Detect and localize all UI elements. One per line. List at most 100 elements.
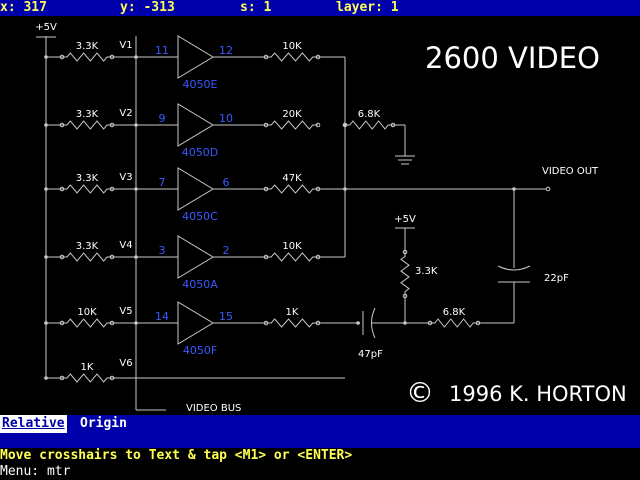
chip-label: 4050C <box>182 210 218 223</box>
buffer-gate-symbol <box>177 35 214 79</box>
v6-resistor <box>62 373 112 383</box>
resistor-value: 3.3K <box>76 109 99 120</box>
terminal-node <box>263 54 269 60</box>
video-out-label: VIDEO OUT <box>542 166 599 177</box>
resistor-zigzag <box>430 318 478 328</box>
junction-dot <box>356 321 360 325</box>
resistor-value: 1K <box>286 307 299 318</box>
menu-line: Menu: mtr <box>0 464 71 479</box>
chip-label: 4050E <box>183 78 218 91</box>
bus-signal-label: V5 <box>119 306 132 317</box>
cursor-y-readout: y: -313 <box>120 0 175 15</box>
output-resistor <box>266 252 318 262</box>
resistor-value: 6.8K <box>443 307 466 318</box>
output-resistor <box>266 318 318 328</box>
pin-out-label: 6 <box>223 176 230 189</box>
resistor-zigzag <box>400 252 410 296</box>
relative-mode-button[interactable]: Relative <box>0 415 67 433</box>
resistor-zigzag <box>62 252 112 262</box>
junction-dot <box>134 123 138 127</box>
junction-dot <box>134 321 138 325</box>
buffer-gate-symbol <box>177 301 214 345</box>
cap-22pf-label: 22pF <box>544 273 569 284</box>
origin-mode-button[interactable]: Origin <box>80 416 127 431</box>
output-resistor <box>266 52 318 62</box>
resistor-zigzag <box>266 120 318 130</box>
terminal-node <box>59 186 65 192</box>
cap-47pf-plate-curved <box>371 307 376 339</box>
terminal-node <box>263 122 269 128</box>
output-resistor <box>266 120 318 130</box>
pullup-resistor <box>400 252 410 296</box>
resistor-zigzag <box>62 184 112 194</box>
pin-in-label: 11 <box>155 44 169 57</box>
buffer-gate-symbol <box>177 235 214 279</box>
resistor-value: 10K <box>77 307 97 318</box>
pin-in-label: 14 <box>155 310 169 323</box>
resistor-zigzag <box>266 252 318 262</box>
chip-label: 4050F <box>183 344 217 357</box>
buffer-gate-symbol <box>177 167 214 211</box>
input-resistor <box>62 184 112 194</box>
resistor-zigzag <box>62 120 112 130</box>
junction-dot <box>134 187 138 191</box>
pin-out-label: 12 <box>219 44 233 57</box>
terminal-node <box>59 375 65 381</box>
bus-signal-label: V3 <box>119 172 132 183</box>
status-bar: x: 317 y: -313 s: 1 layer: 1 <box>0 0 640 16</box>
pin-out-label: 15 <box>219 310 233 323</box>
resistor-zigzag <box>266 52 318 62</box>
schematic-title: 2600 VIDEO <box>425 41 600 75</box>
chip-label: 4050D <box>182 146 218 159</box>
chip-label: 4050A <box>182 278 218 291</box>
resistor-value: 1K <box>81 362 94 373</box>
snap-readout: s: 1 <box>240 0 272 15</box>
terminal-node <box>263 254 269 260</box>
buffer-gate-symbol <box>177 103 214 147</box>
resistor-value: 10K <box>282 41 302 52</box>
video-bus-label: VIDEO BUS <box>186 403 241 414</box>
input-resistor <box>62 318 112 328</box>
mode-bar: Relative Origin <box>0 415 640 433</box>
pin-out-label: 2 <box>223 244 230 257</box>
copyright-symbol: © <box>406 376 434 409</box>
cursor-x-readout: x: 317 <box>0 0 47 15</box>
resistor-zigzag <box>62 52 112 62</box>
terminal-node <box>402 249 408 255</box>
pin-in-label: 3 <box>159 244 166 257</box>
terminal-node <box>342 122 348 128</box>
bus-signal-label: V6 <box>119 358 132 369</box>
resistor-value: 10K <box>282 241 302 252</box>
pin-in-label: 9 <box>159 112 166 125</box>
terminal-node <box>315 122 321 128</box>
pullup-resistor-value: 3.3K <box>415 266 438 277</box>
terminal-node <box>59 320 65 326</box>
ground-resistor <box>345 120 393 130</box>
pin-in-label: 7 <box>159 176 166 189</box>
terminal-node <box>427 320 433 326</box>
resistor-zigzag <box>345 120 393 130</box>
cap-22pf-plate-curved <box>497 265 531 271</box>
resistor-zigzag <box>266 184 318 194</box>
supply-right-label: +5V <box>394 214 416 225</box>
resistor-zigzag <box>62 318 112 328</box>
bus-signal-label: V4 <box>119 240 132 251</box>
resistor-value: 20K <box>282 109 302 120</box>
copyright-text: 1996 K. HORTON <box>449 382 627 406</box>
terminal-node <box>263 186 269 192</box>
resistor-value: 3.3K <box>76 241 99 252</box>
input-resistor <box>62 120 112 130</box>
terminal-node <box>545 186 551 192</box>
resistor-value: 6.8K <box>358 109 381 120</box>
resistor-value: 3.3K <box>76 173 99 184</box>
pin-out-label: 10 <box>219 112 233 125</box>
resistor-value: 3.3K <box>76 41 99 52</box>
terminal-node <box>263 320 269 326</box>
cap-47pf-label: 47pF <box>358 349 383 360</box>
schematic-canvas[interactable]: 2600 VIDEO © 1996 K. HORTON +5V VIDEO BUS 3.3… <box>0 16 640 415</box>
junction-dot <box>134 55 138 59</box>
prompt-divider <box>0 433 640 448</box>
resistor-zigzag <box>266 318 318 328</box>
terminal-node <box>59 54 65 60</box>
supply-top-label: +5V <box>35 22 57 33</box>
